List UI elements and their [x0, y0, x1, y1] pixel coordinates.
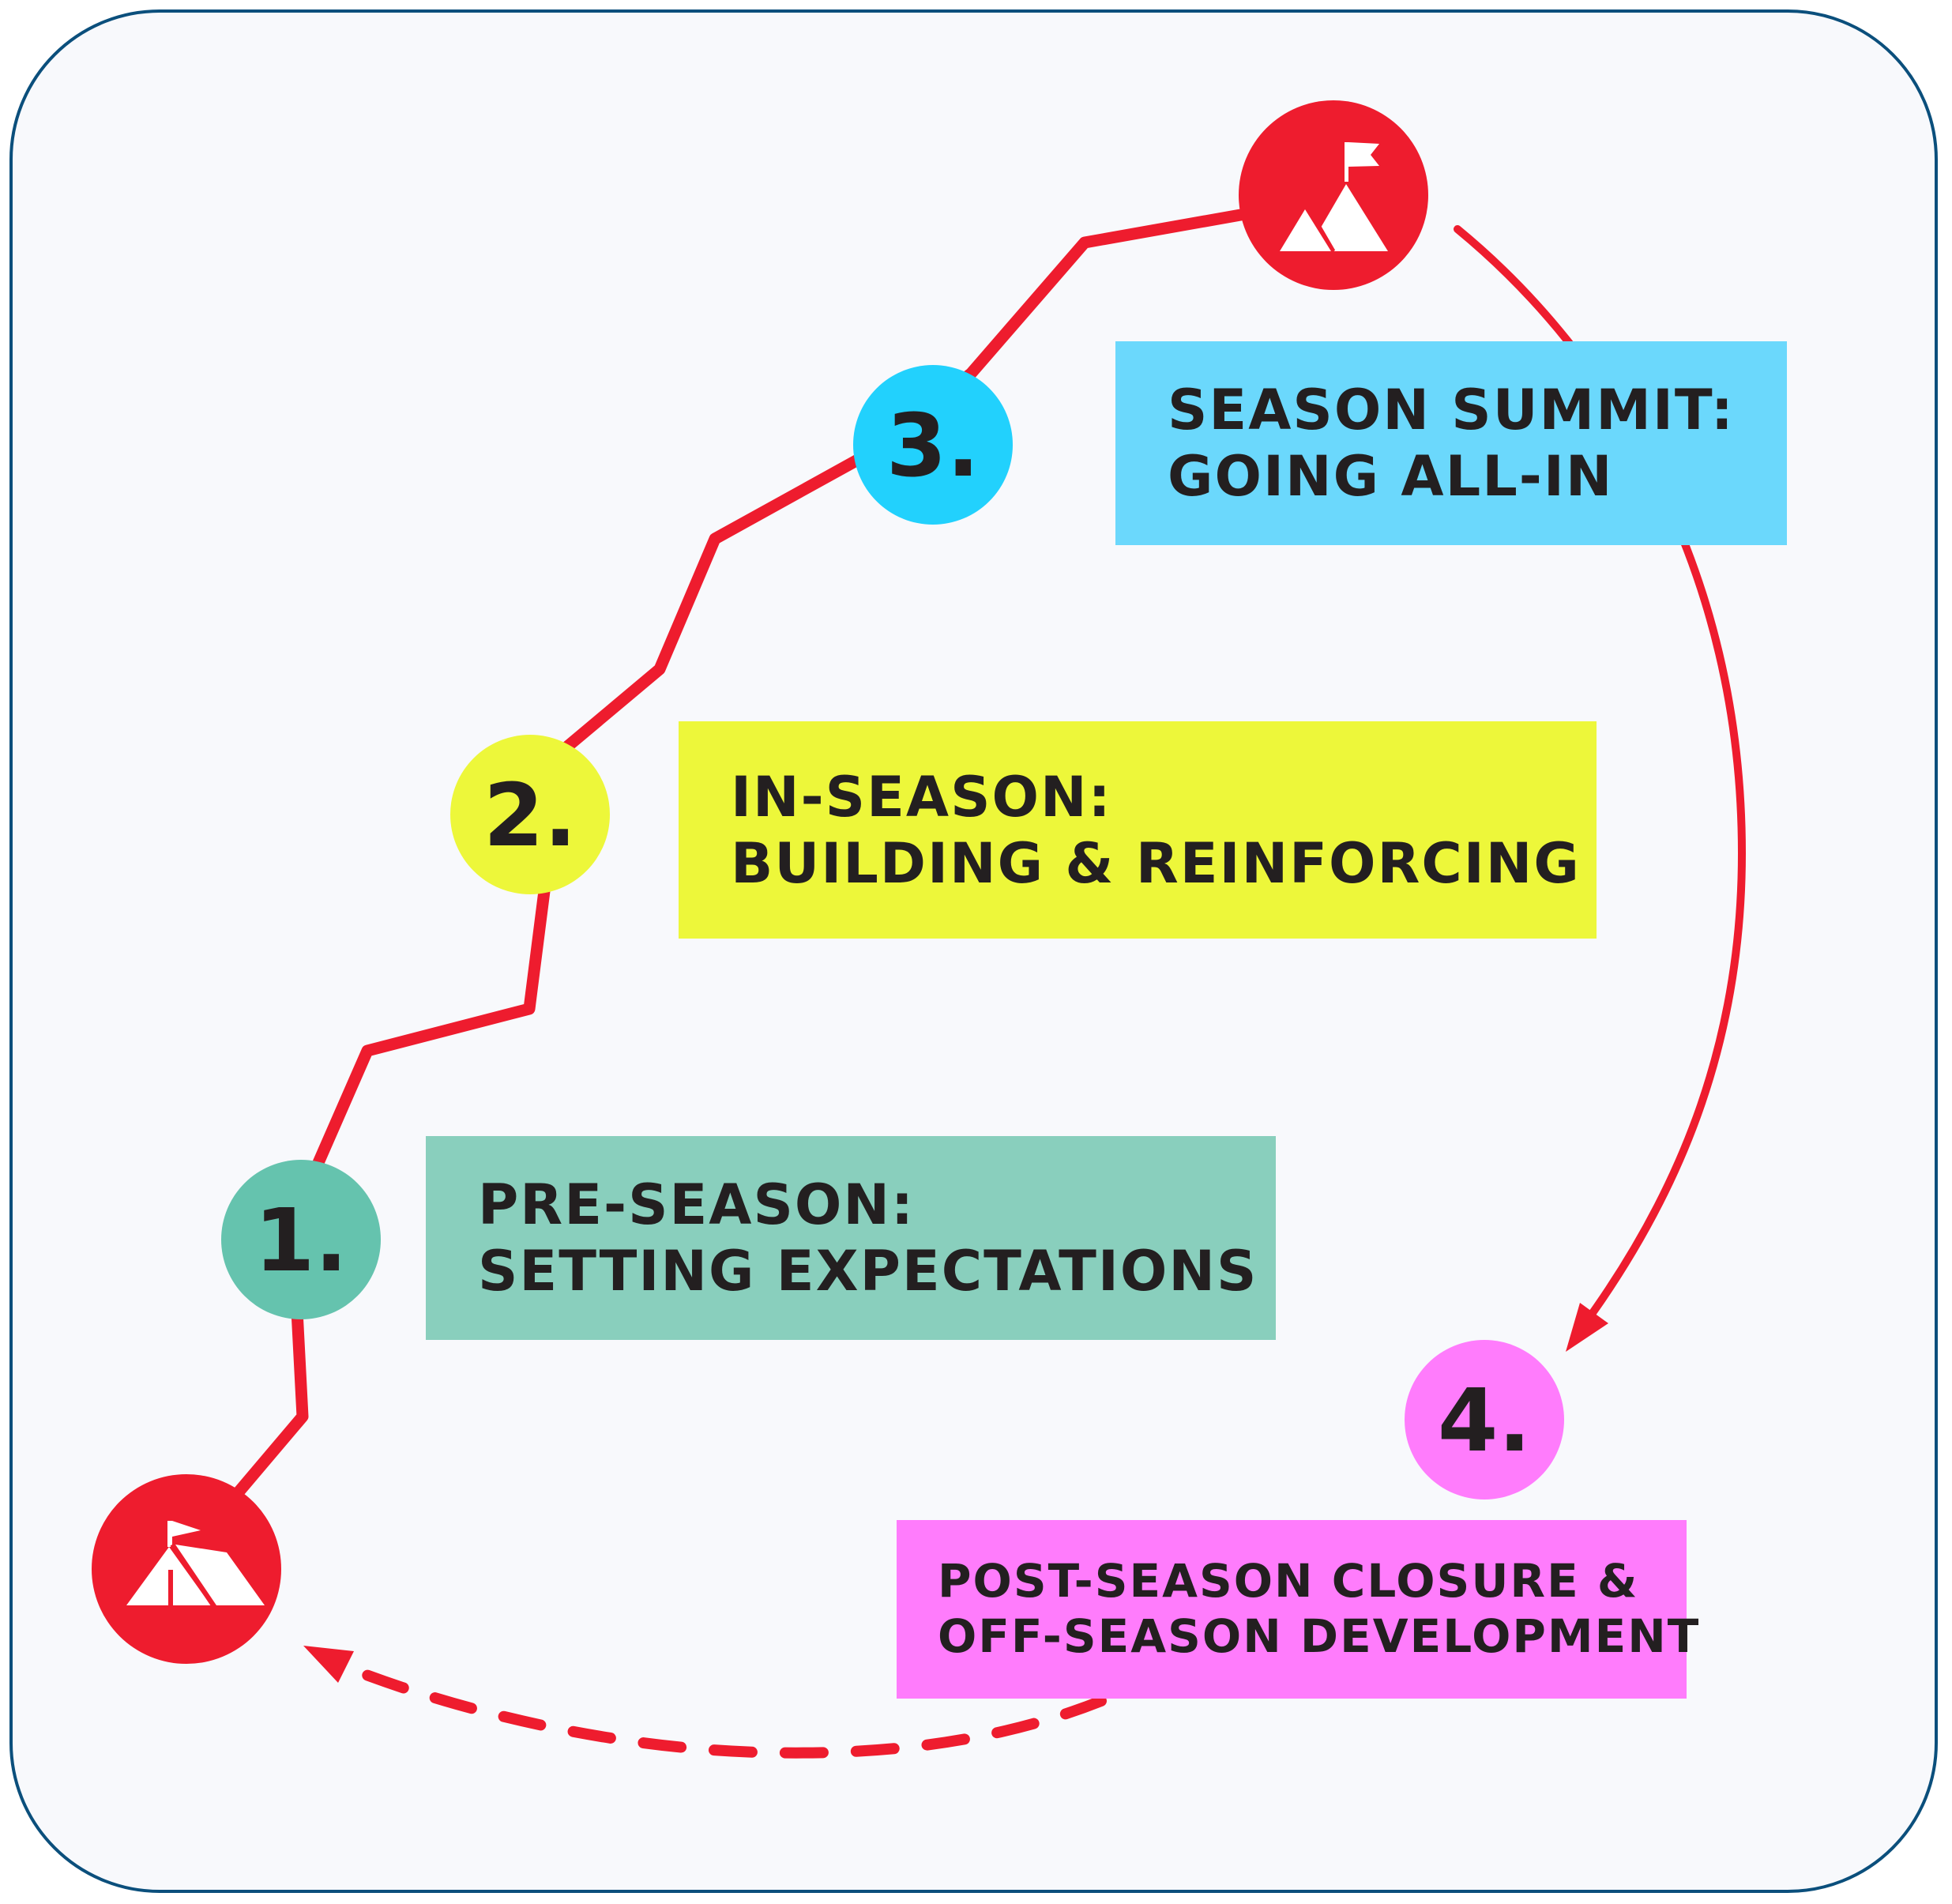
return-to-base-camp-dashed-arrow [330, 1658, 1107, 1759]
mountain-summit-flag-icon [1280, 142, 1388, 251]
stage-1-label-box: PRE-SEASON: SETTING EXPECTATIONS [426, 1136, 1276, 1340]
stage-2-number: 2. [483, 765, 577, 866]
stage-2-marker: 2. [450, 735, 610, 894]
stage-4-number: 4. [1438, 1370, 1531, 1471]
base-camp-marker [92, 1474, 281, 1664]
stage-3-title: SEASON SUMMIT: [1168, 378, 1735, 442]
stage-4-label-box: POST-SEASON CLOSURE & OFF-SEASON DEVELOP… [897, 1520, 1701, 1699]
stage-3-number: 3. [886, 395, 980, 496]
stage-1-number: 1. [254, 1190, 348, 1291]
stage-1-marker: 1. [221, 1160, 381, 1319]
stage-2-title: IN-SEASON: [731, 764, 1112, 830]
stage-4-title: POST-SEASON CLOSURE & [938, 1554, 1639, 1609]
stage-4-marker: 4. [1405, 1340, 1564, 1499]
summit-marker [1239, 100, 1428, 290]
stage-1-subtitle: SETTING EXPECTATIONS [478, 1239, 1258, 1304]
stage-3-subtitle: GOING ALL-IN [1168, 444, 1614, 509]
stage-3-label-box: SEASON SUMMIT: GOING ALL-IN [1115, 341, 1787, 545]
stage-4-subtitle: OFF-SEASON DEVELOPMENT [938, 1609, 1701, 1663]
stage-3-marker: 3. [853, 365, 1013, 525]
arrowhead-to-stage-4 [1566, 1303, 1608, 1352]
stage-1-title: PRE-SEASON: [478, 1172, 915, 1237]
stage-2-subtitle: BUILDING & REINFORCING [731, 830, 1581, 896]
arrowhead-to-base-camp [303, 1646, 354, 1683]
stage-2-label-box: IN-SEASON: BUILDING & REINFORCING [679, 721, 1597, 939]
